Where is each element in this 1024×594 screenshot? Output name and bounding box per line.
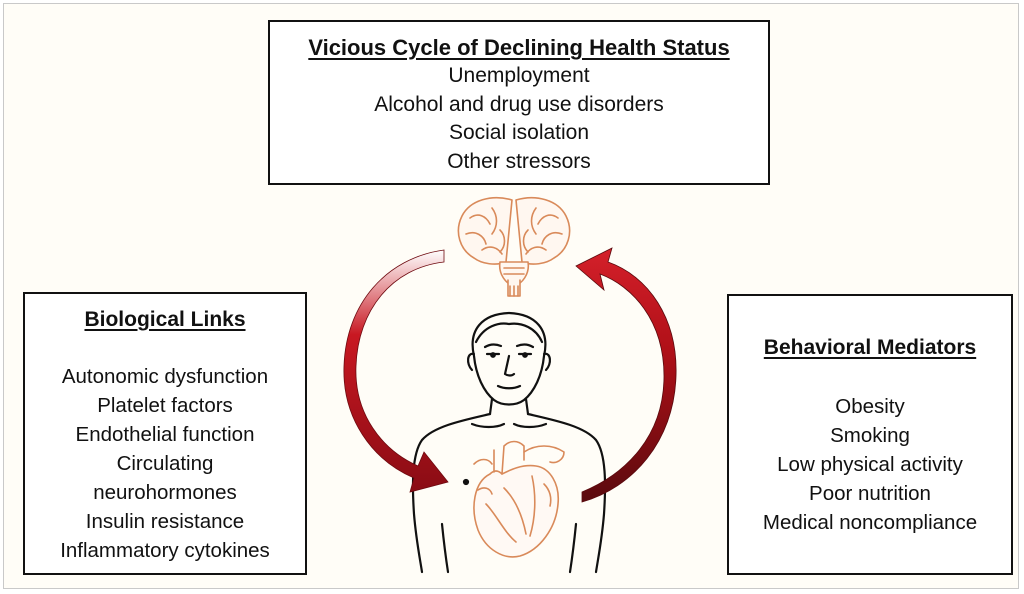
biological-links-item: Insulin resistance <box>85 510 245 533</box>
behavioral-mediators-item: Medical noncompliance <box>762 511 978 534</box>
vicious-cycle-item: Alcohol and drug use disorders <box>374 92 664 116</box>
biological-links-item: Autonomic dysfunction <box>61 365 269 388</box>
vicious-cycle-item: Unemployment <box>448 64 590 87</box>
behavioral-mediators-item: Smoking <box>830 424 910 447</box>
illustration <box>343 196 677 574</box>
diagram-frame: Vicious Cycle of Declining Health Status… <box>3 3 1019 589</box>
behavioral-mediators-item: Low physical activity <box>777 453 963 476</box>
curved-arrow-icon <box>575 247 677 503</box>
vicious-cycle-item: Other stressors <box>447 149 591 173</box>
biological-links-title: Biological Links <box>84 308 246 331</box>
biological-links-item: Platelet factors <box>97 394 233 417</box>
vicious-cycle-title: Vicious Cycle of Declining Health Status <box>308 35 730 60</box>
vicious-cycle-item: Social isolation <box>448 121 590 144</box>
behavioral-mediators-item: Obesity <box>835 395 905 418</box>
biological-links-item: neurohormones <box>93 481 237 504</box>
curved-arrow-icon <box>343 249 449 493</box>
biological-links-item: Inflammatory cytokines <box>60 539 270 562</box>
brain-icon <box>457 196 571 297</box>
heart-icon <box>473 440 565 558</box>
biological-links-item: Endothelial function <box>75 423 255 446</box>
vicious-cycle-box: Vicious Cycle of Declining Health Status… <box>268 20 770 185</box>
biological-links-box: Biological Links Autonomic dysfunction P… <box>23 292 307 575</box>
behavioral-mediators-item: Poor nutrition <box>809 482 931 505</box>
biological-links-item: Circulating <box>116 452 214 475</box>
behavioral-mediators-box: Behavioral Mediators Obesity Smoking Low… <box>727 294 1013 575</box>
human-figure-icon <box>411 311 607 574</box>
behavioral-mediators-title: Behavioral Mediators <box>763 336 977 359</box>
